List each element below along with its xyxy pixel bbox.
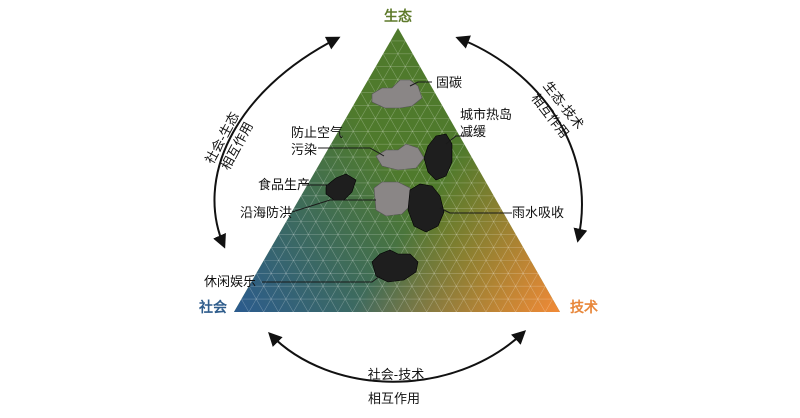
society-technology-label-line2: 相互作用 [368,392,420,407]
grid-line [544,298,553,312]
leader-carbon [409,81,432,87]
air-pollution-hex [375,143,425,171]
rain-absorption-hex [407,183,445,233]
service-air-label-1: 防止空气 [291,125,343,141]
service-leisure-label: 休闲娱乐 [204,275,256,290]
society-ecology-arrow [213,36,341,249]
heat-island-hex [423,133,453,181]
grid-line [248,286,264,312]
service-carbon-label: 固碳 [436,76,462,91]
grid-line [256,273,279,312]
grid-line [367,144,465,312]
grid-line [530,286,546,312]
grid-line [470,234,517,312]
society-technology-arrow [268,330,527,383]
grid-line [293,79,428,312]
ecology-technology-arrow [455,35,588,243]
society-technology-label-line1: 社会-技术 [368,367,424,383]
service-heat-island-label-1: 城市热岛 [460,107,512,123]
grid-line [515,273,539,312]
service-coastal-label: 沿海防洪 [240,205,292,221]
grid-line [338,131,442,312]
vertex-society-label: 社会 [198,299,228,316]
grid-line [500,260,531,312]
service-food-label: 食品生产 [258,177,310,193]
vertex-technology-label: 技术 [570,299,598,316]
leisure-hex [371,249,419,283]
society-ecology-label: 社会-生态 相互作用 [202,109,257,172]
grid-line [263,260,294,312]
grid-line [485,247,524,312]
vertex-ecology-label: 生态 [384,8,412,25]
leader-leisure [262,275,381,283]
service-rain-label: 雨水吸收 [512,206,564,221]
carbon-hex [371,79,423,109]
interaction-arrows [213,35,588,383]
service-hexagons [325,79,453,283]
service-air-label-2: 污染 [291,143,317,158]
grid-line [345,118,457,312]
grid-line [330,144,427,312]
grid-line [271,247,309,312]
grid-line [241,298,250,312]
grid-line [307,92,436,312]
service-heat-island-label-2: 减缓 [460,125,486,140]
